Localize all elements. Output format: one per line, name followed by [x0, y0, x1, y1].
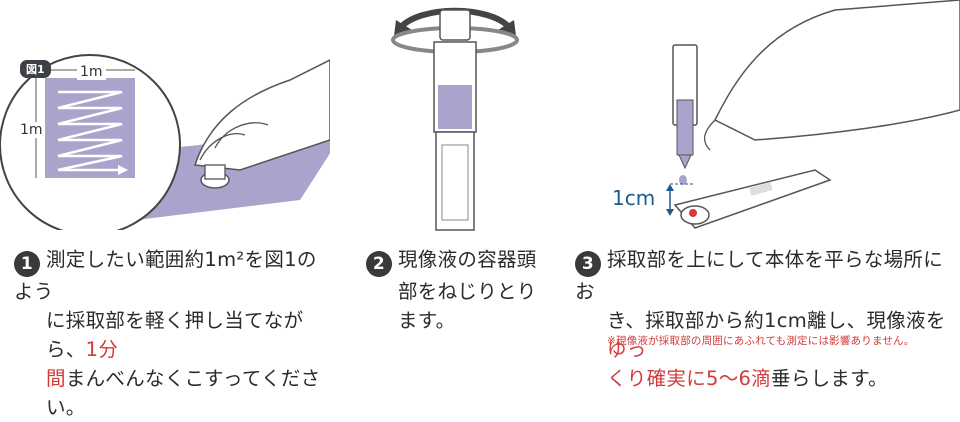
step-number: 3	[575, 251, 601, 277]
footnote: ※現像液が採取部の周囲にあふれても測定には影響ありません。	[607, 335, 915, 347]
vial-cap	[439, 9, 471, 41]
step-number: 2	[366, 251, 392, 277]
sample-point	[689, 209, 697, 217]
hand-shape	[193, 59, 330, 171]
dimension-height: 1m	[20, 122, 43, 138]
area-square	[45, 78, 135, 178]
distance-label: 1cm	[612, 186, 656, 210]
figure-label: 図1	[20, 60, 51, 78]
step1-illustration	[0, 54, 330, 230]
dimension-width: 1m	[77, 64, 106, 80]
drop	[679, 175, 687, 185]
vial-liquid	[438, 85, 472, 129]
step3-illustration	[666, 0, 960, 229]
zigzag-path	[57, 90, 123, 172]
step-number: 1	[14, 251, 40, 277]
hand-shape	[713, 0, 960, 141]
dropper-liquid	[676, 99, 694, 156]
step2-illustration	[391, 7, 519, 231]
